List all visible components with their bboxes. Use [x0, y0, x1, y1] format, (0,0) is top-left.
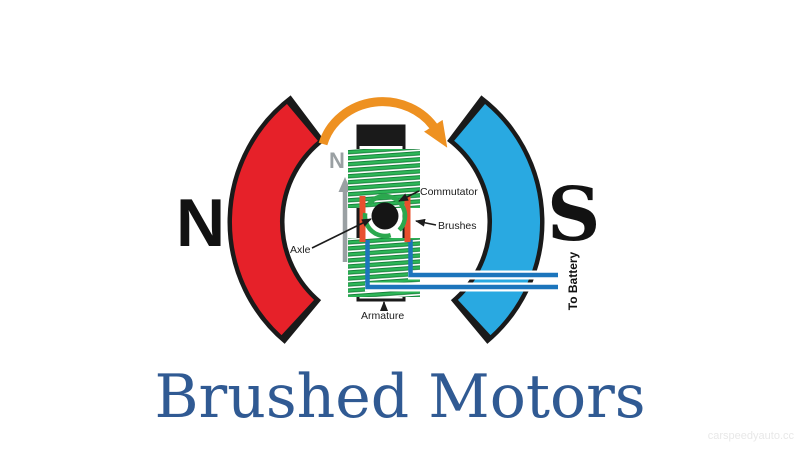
wire-left-brush-to-battery: [365, 240, 558, 290]
south-magnet: [453, 104, 540, 336]
to-battery-label: To Battery: [566, 251, 580, 311]
axle-pointer: [311, 218, 372, 249]
commutator-label: Commutator: [420, 186, 478, 198]
south-pole-label: S: [547, 172, 601, 258]
north-pole-label: N: [176, 185, 225, 261]
rotation-arrow-icon: [318, 97, 448, 148]
axle-label: Axle: [290, 244, 311, 256]
field-direction-label: N: [329, 148, 345, 173]
commutator-pointer: [398, 190, 420, 202]
commutator-ring: [362, 193, 408, 239]
watermark-text: carspeedyauto.cc: [707, 430, 794, 442]
armature-label: Armature: [361, 310, 405, 322]
north-magnet: [232, 104, 319, 336]
axle-circle: [371, 202, 399, 230]
armature-top-cap: [356, 125, 406, 146]
diagram-caption: Brushed Motors: [154, 362, 646, 432]
wire-right-brush-to-battery: [408, 240, 558, 278]
brush-right: [404, 196, 411, 242]
brushes-label: Brushes: [438, 220, 477, 232]
brushes-pointer: [415, 218, 437, 227]
